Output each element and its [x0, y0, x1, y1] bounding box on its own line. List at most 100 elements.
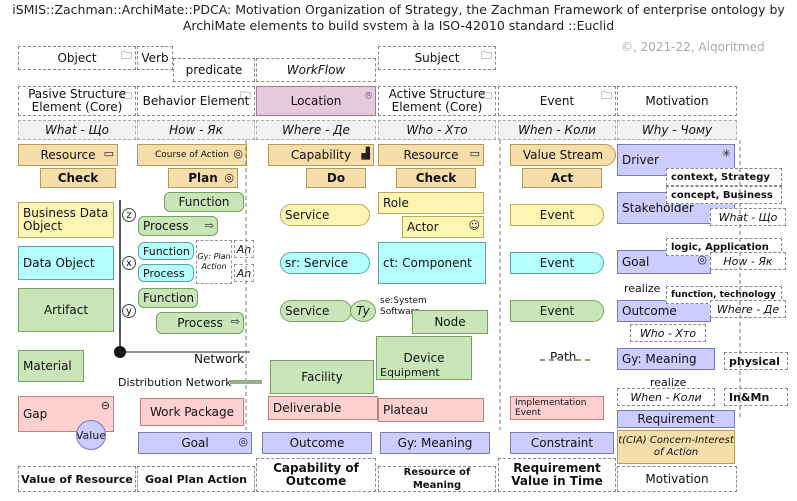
value-element: Value [76, 420, 106, 450]
note-label: function, technology [671, 289, 776, 300]
element-label: Value [76, 428, 106, 442]
folder-icon: 🗀 [121, 49, 132, 62]
element-label: Event [539, 303, 575, 318]
column-passive-structure: Pasive Structure Element (Core)🗀 [18, 86, 136, 116]
element-label: ct: Component [383, 255, 472, 270]
folder-icon: 🗀 [601, 89, 612, 102]
footer-value-of-resource: Value of Resource [18, 466, 136, 492]
distribution-network-label: Distribution Network [118, 376, 232, 389]
element-label: Function [178, 194, 230, 209]
process-element-1: Process⇨ [138, 216, 218, 236]
element-label: Actor [407, 219, 439, 234]
concern-element: t(CIA) Concern-Interest of Action [617, 430, 735, 464]
meaning-band: Gy: Meaning [380, 432, 490, 454]
footer-motivation: Motivation [617, 466, 737, 492]
note-label: physical [729, 354, 780, 368]
note-label: Where - Де [716, 302, 780, 316]
element-label: sr: Service [285, 255, 349, 270]
note-label: When - Коли [630, 390, 702, 404]
note-label: context, Strategy [671, 171, 770, 183]
diagram-title: iSMIS::Zachman::ArchiMate::PDCA: Motivat… [12, 2, 785, 30]
element-label: Value Stream [522, 147, 604, 162]
footer-capability-outcome: Capability of Outcome [256, 458, 376, 492]
what-note: What - Що [710, 208, 786, 226]
element-label: Resource [403, 147, 459, 162]
goal-icon: ◎ [697, 253, 707, 266]
process-element-2: Process [138, 264, 194, 282]
element-label: Work Package [150, 404, 234, 419]
element-label: Facility [301, 369, 343, 384]
question-label: Who - Хто [406, 122, 468, 137]
column-label: Behavior Element [142, 93, 250, 108]
element-label: Ty [356, 303, 370, 318]
plan-action-note: Gy: Plan Action [196, 240, 232, 284]
element-label: Goal [622, 254, 650, 269]
folder-icon: 🗀 [240, 89, 251, 102]
footer-label: Goal Plan Action [145, 472, 247, 486]
concept-business-note: concept, Business [666, 186, 782, 204]
element-label: Do [326, 170, 346, 185]
verb-header: Verb [137, 46, 173, 70]
workflow-label: WorkFlow [286, 62, 346, 77]
gap-icon: ⊖ [100, 399, 110, 412]
element-label: Material [23, 358, 72, 373]
element-label: Event [539, 255, 575, 270]
constraint-band: Constraint [510, 432, 614, 454]
business-data-object: Business Data Object [18, 202, 114, 238]
element-label: Outcome [622, 303, 677, 318]
question-where: Where - Де [256, 120, 376, 140]
element-label: Requirement [637, 411, 715, 426]
footer-label: Value of Resource [21, 472, 133, 486]
element-label: Course of Action [154, 149, 229, 160]
function-element-3: Function [138, 288, 198, 308]
element-label: Implementation Event [515, 398, 587, 418]
ty-element: Ty [350, 300, 376, 322]
element-label: Data Object [23, 255, 95, 270]
service-element-1: Service [280, 204, 370, 226]
note-label: concept, Business [671, 189, 773, 201]
process-element-3: Process⇨ [156, 312, 244, 334]
material: Material [18, 350, 84, 382]
element-label: Stakeholder [622, 200, 694, 215]
element-label: Gy: Plan Action [197, 252, 231, 271]
workflow-header: WorkFlow [256, 58, 376, 82]
where-note: Where - Де [710, 300, 786, 318]
junction-z: z [122, 208, 136, 222]
junction-y: y [122, 304, 136, 318]
object-label: Object [57, 50, 97, 65]
implementation-event: Implementation Event [510, 396, 604, 420]
subject-label: Subject [414, 50, 460, 65]
element-label: Check [415, 170, 457, 185]
note-label: Who - Хто [639, 326, 697, 340]
element-label: Event [539, 207, 575, 222]
service-element-2: Service [280, 300, 352, 322]
column-event: Event🗀 [498, 86, 616, 116]
column-motivation: Motivation [617, 86, 737, 116]
element-label: Process [143, 218, 189, 233]
note-label: How - Як [723, 254, 773, 268]
element-label: Device [403, 350, 445, 365]
subject-header: Subject🗀 [378, 46, 496, 70]
requirement-element: Requirement [617, 410, 735, 428]
capability-element: Capability▟ [268, 144, 374, 166]
meaning-element: Gy: Meaning [617, 348, 715, 370]
predicate-label: predicate [185, 62, 243, 77]
column-behavior: Behavior Element🗀 [137, 86, 255, 116]
how-note: How - Як [710, 252, 786, 270]
network-label: Network [194, 352, 245, 366]
element-label: Outcome [289, 435, 345, 450]
junction-label: y [126, 305, 132, 317]
when-note: When - Коли [617, 388, 715, 406]
technology-event: Event [510, 300, 604, 322]
business-event: Event [510, 204, 604, 226]
note-label: What - Що [718, 210, 778, 224]
artifact: Artifact [18, 288, 114, 332]
question-label: When - Коли [518, 122, 596, 137]
element-label: Function [143, 244, 190, 258]
element-label: Service [285, 207, 330, 222]
object-header: Object 🗀 [18, 46, 136, 70]
deliverable-element: Deliverable [268, 396, 378, 420]
question-what: What - Що [18, 120, 136, 140]
verb-label: Verb [141, 50, 169, 65]
